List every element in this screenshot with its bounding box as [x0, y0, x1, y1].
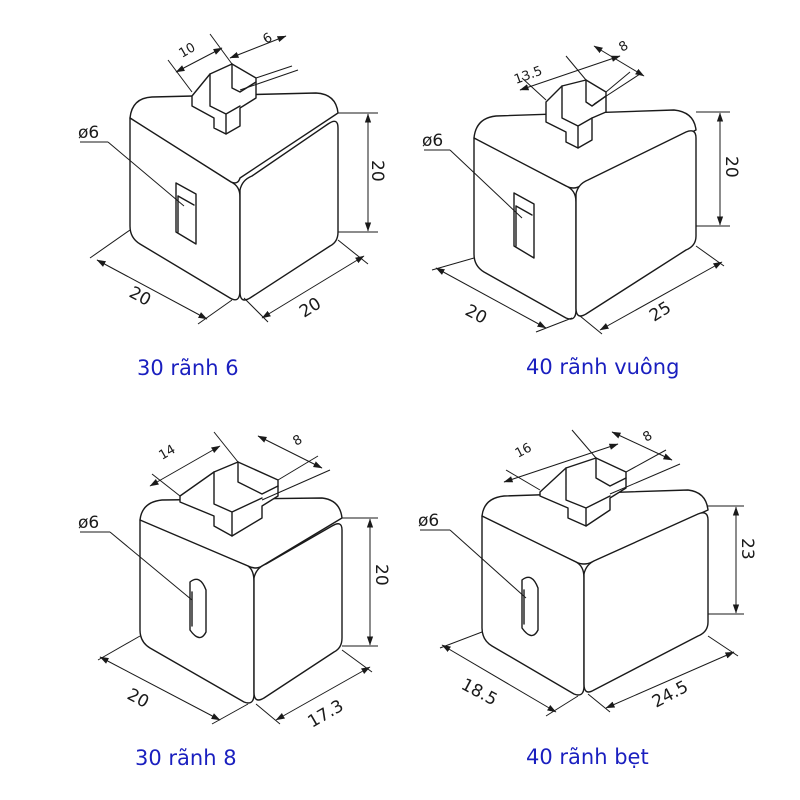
slot-hole [175, 182, 197, 245]
hole-diameter-label: ø6 [418, 511, 439, 531]
part-30-ranh-6: 10 6 20 20 20 ø6 [78, 30, 387, 325]
cube-left-face [129, 117, 241, 301]
dim-tab-depth: 8 [641, 428, 656, 445]
dim-left-side: 18.5 [458, 675, 501, 710]
dim-left-side: 20 [124, 685, 152, 713]
dim-left-side: 20 [126, 283, 154, 311]
hole-diameter-label: ø6 [78, 123, 99, 143]
dim-tab-depth: 8 [617, 38, 632, 55]
dim-height: 20 [721, 156, 741, 178]
part-40-ranh-bet: 16 8 23 18.5 24.5 ø6 [418, 428, 757, 717]
dim-right-side: 20 [296, 294, 325, 322]
dim-right-side: 17.3 [305, 696, 348, 732]
cube-right-face [253, 523, 343, 701]
hole-diameter-label: ø6 [78, 513, 99, 533]
dim-left-side: 20 [462, 301, 490, 329]
cube-right-face [583, 512, 709, 693]
part-40-ranh-vuong: 13.5 8 20 20 25 ø6 [422, 38, 741, 335]
dim-height: 20 [371, 564, 391, 586]
caption-part-3: 30 rãnh 8 [135, 746, 237, 770]
hole-diameter-label: ø6 [422, 131, 443, 151]
part-30-ranh-8: 14 8 20 20 17.3 ø6 [78, 431, 391, 732]
caption-part-2: 40 rãnh vuông [526, 355, 679, 379]
caption-part-4: 40 rãnh bẹt [526, 745, 649, 769]
dim-tab-width: 10 [177, 40, 199, 61]
dim-tab-width: 14 [157, 442, 179, 463]
caption-part-1: 30 rãnh 6 [137, 356, 239, 380]
slot-hole [189, 578, 207, 639]
dim-tab-depth: 8 [291, 432, 306, 449]
nut-tab [191, 63, 257, 135]
dim-tab-width: 16 [513, 441, 535, 462]
dim-right-side: 24.5 [649, 677, 692, 712]
dim-height: 20 [367, 160, 387, 182]
dim-height: 23 [737, 538, 757, 560]
